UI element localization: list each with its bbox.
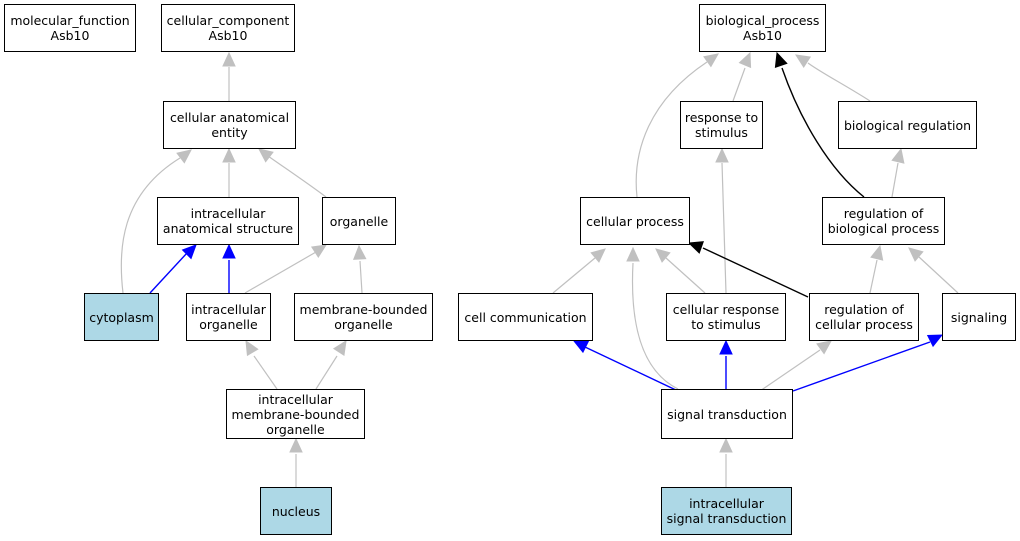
- edge-st-rcp-arrowhead: [816, 340, 832, 355]
- edge-mbo-org-arrowhead: [352, 244, 367, 260]
- edge-imbo-io-arrowhead: [245, 339, 259, 357]
- node-biological-process[interactable]: biological_process Asb10: [699, 4, 826, 52]
- node-cellular-anatomical-entity[interactable]: cellular anatomical entity: [163, 101, 296, 149]
- edge-nuc-imbo-arrowhead: [289, 437, 303, 453]
- edge-imbo-io: [245, 339, 278, 390]
- edge-org-cae-arrowhead: [258, 148, 274, 163]
- node-cytoplasm[interactable]: cytoplasm: [84, 293, 159, 341]
- node-intracellular-membrane-bounded-organelle[interactable]: intracellular membrane-bounded organelle: [226, 389, 365, 439]
- edge-st-crs: [719, 339, 733, 389]
- edge-st-cc2-arrowhead: [572, 340, 590, 354]
- edge-mbo-org: [352, 244, 367, 294]
- node-cellular-component[interactable]: cellular_component Asb10: [161, 4, 295, 52]
- edge-crs-cp: [655, 248, 706, 294]
- edge-io-ias-arrowhead: [222, 243, 236, 259]
- edge-sig-rbp-arrowhead: [908, 247, 924, 262]
- node-signaling[interactable]: signaling: [942, 293, 1016, 341]
- edge-cyto-cae-arrowhead: [176, 149, 192, 164]
- edge-rbp-breg-arrowhead: [891, 147, 905, 164]
- edge-nuc-imbo: [289, 437, 303, 487]
- edge-rcp-cp-arrowhead: [687, 241, 704, 254]
- edge-rcp-rbp: [869, 244, 884, 294]
- edge-rcp-rbp-arrowhead: [870, 244, 884, 261]
- edge-ias-cae: [222, 147, 236, 197]
- edge-cyto-cae: [120, 149, 192, 294]
- edge-imbo-mbo-arrowhead: [332, 339, 347, 357]
- edge-cp-bp-arrowhead: [703, 53, 719, 68]
- node-intracellular-organelle[interactable]: intracellular organelle: [186, 293, 271, 341]
- edge-rts-bp: [732, 51, 752, 102]
- edge-io-org-arrowhead: [310, 244, 328, 259]
- edge-st-cc2: [572, 340, 679, 392]
- edge-ias-cae-arrowhead: [222, 147, 236, 163]
- edge-org-cae: [258, 148, 327, 198]
- edge-breg-bp: [794, 54, 871, 102]
- edge-breg-bp-arrowhead: [794, 54, 812, 69]
- edge-io-org: [244, 244, 328, 294]
- node-response-to-stimulus[interactable]: response to stimulus: [680, 101, 763, 149]
- edge-cyto-ias: [149, 244, 197, 294]
- edge-rbp-bp: [774, 51, 865, 198]
- edge-rbp-breg: [891, 147, 905, 198]
- edge-cc2-cp-arrowhead: [590, 248, 606, 263]
- edge-st-sig: [792, 334, 944, 392]
- edge-st-cp-arrowhead: [626, 246, 640, 262]
- node-cellular-response-to-stimulus[interactable]: cellular response to stimulus: [666, 293, 786, 341]
- node-intracellular-anatomical-structure[interactable]: intracellular anatomical structure: [157, 197, 299, 245]
- node-biological-regulation[interactable]: biological regulation: [838, 101, 977, 149]
- edge-cp-bp: [635, 53, 719, 198]
- edge-crs-rts-arrowhead: [715, 147, 729, 163]
- node-cellular-process[interactable]: cellular process: [580, 197, 690, 245]
- edge-cae-cc: [222, 51, 236, 101]
- node-molecular-function[interactable]: molecular_function Asb10: [4, 4, 136, 52]
- node-cell-communication[interactable]: cell communication: [458, 293, 593, 341]
- edge-io-ias: [222, 243, 236, 293]
- edge-rcp-cp: [687, 241, 809, 298]
- edge-sig-rbp: [908, 247, 959, 294]
- edge-cae-cc-arrowhead: [222, 51, 236, 67]
- node-membrane-bounded-organelle[interactable]: membrane-bounded organelle: [294, 293, 433, 341]
- node-signal-transduction[interactable]: signal transduction: [661, 389, 793, 439]
- node-regulation-of-biological-process[interactable]: regulation of biological process: [822, 197, 945, 245]
- edge-st-rcp: [759, 340, 832, 392]
- edge-rbp-bp-arrowhead: [774, 51, 788, 68]
- node-nucleus[interactable]: nucleus: [260, 487, 332, 535]
- edge-st-sig-arrowhead: [926, 334, 944, 348]
- edge-imbo-mbo: [315, 339, 347, 390]
- edge-cyto-ias-arrowhead: [181, 244, 197, 260]
- edge-crs-cp-arrowhead: [655, 248, 671, 263]
- edge-rts-bp-arrowhead: [738, 51, 752, 69]
- edge-st-crs-arrowhead: [719, 339, 733, 355]
- node-regulation-of-cellular-process[interactable]: regulation of cellular process: [809, 293, 919, 341]
- node-organelle[interactable]: organelle: [322, 197, 396, 245]
- edge-crs-rts: [715, 147, 729, 294]
- edge-ist-st: [719, 437, 733, 487]
- edge-st-cp: [626, 246, 679, 390]
- edge-cc2-cp: [552, 248, 606, 294]
- edge-ist-st-arrowhead: [719, 437, 733, 453]
- node-intracellular-signal-transduction[interactable]: intracellular signal transduction: [661, 487, 792, 535]
